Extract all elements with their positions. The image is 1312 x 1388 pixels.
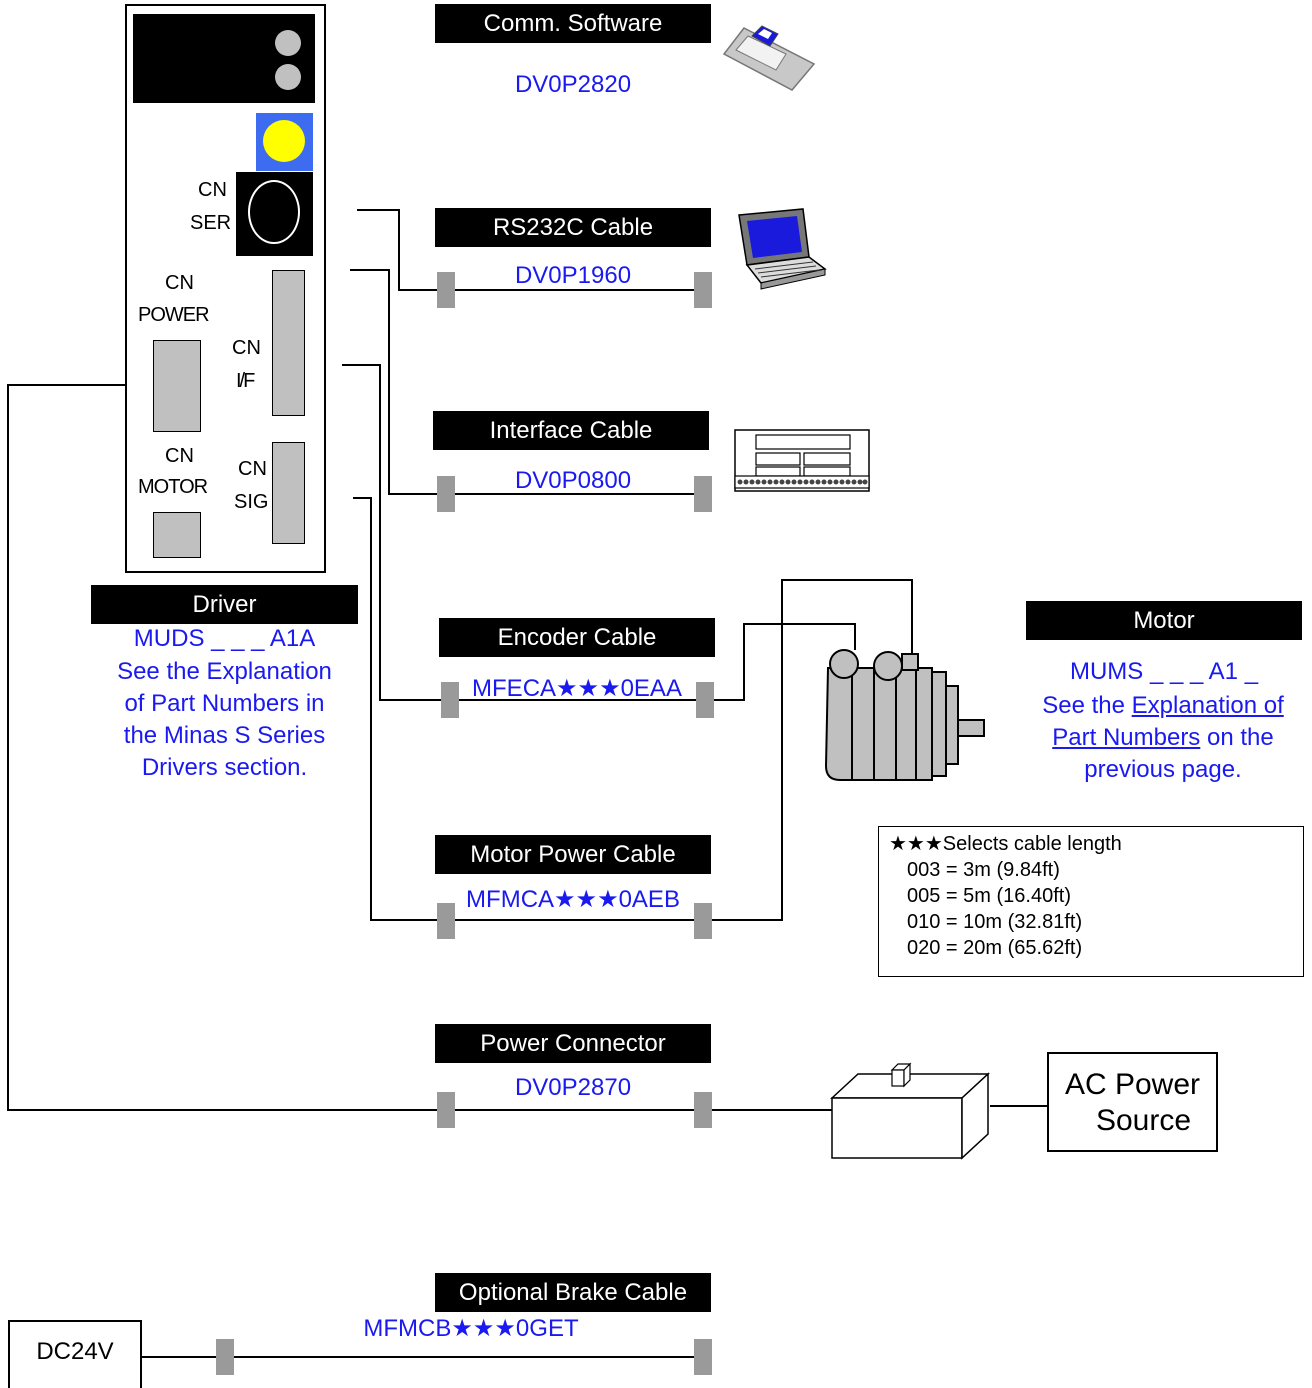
encoder-header: Encoder Cable — [439, 618, 715, 657]
motor-part-numbers-link[interactable]: Part Numbers — [1052, 724, 1201, 751]
brake-header: Optional Brake Cable — [435, 1273, 711, 1312]
driver-note-line-2: of Part Numbers in — [124, 690, 325, 717]
motor-note-suffix: on the — [1200, 724, 1274, 751]
servo-motor-icon — [824, 649, 985, 781]
cn-motor-port — [153, 512, 201, 558]
rs232c-plug-left — [437, 272, 455, 308]
cn-ser-label-2: SER — [190, 212, 232, 234]
rs232c-wire — [357, 209, 437, 291]
rs232c-plug-right — [694, 272, 712, 308]
rs232c-part-number: DV0P1960 — [514, 262, 632, 289]
ac-power-line-1: AC Power — [1064, 1068, 1201, 1101]
encoder-wire — [342, 364, 441, 701]
encoder-plug-left — [441, 682, 459, 718]
motor-power-header: Motor Power Cable — [435, 835, 711, 874]
encoder-part-number: MFECA★★★0EAA — [472, 675, 682, 702]
cable-length-option: 005 = 5m (16.40ft) — [907, 885, 1071, 907]
power-wire — [7, 384, 437, 1111]
cn-motor-label-1: CN — [165, 445, 194, 467]
cn-power-label-2: POWER — [138, 304, 210, 326]
rs232c-header: RS232C Cable — [435, 208, 711, 247]
cn-if-label-1: CN — [232, 337, 261, 359]
brake-part-number: MFMCB★★★0GET — [363, 1315, 579, 1342]
cn-if-label-2: I/F — [236, 370, 255, 392]
power-connector-part-number: DV0P2870 — [514, 1074, 632, 1101]
cn-sig-label-1: CN — [238, 458, 267, 480]
motor-note: See the Explanation of Part Numbers on t… — [1022, 690, 1304, 786]
indicator-light-1 — [275, 30, 301, 56]
driver-note: See the Explanation of Part Numbers in t… — [91, 656, 358, 784]
dc24v-box: DC24V — [8, 1320, 142, 1388]
interface-plug-right — [694, 476, 712, 512]
driver-note-line-4: Drivers section. — [141, 754, 308, 781]
cable-length-option: 020 = 20m (65.62ft) — [907, 937, 1083, 959]
indicator-light-2 — [275, 64, 301, 90]
cn-if-port — [272, 270, 305, 416]
power-connector-box-icon — [830, 1062, 990, 1160]
encoder-plug-right — [696, 682, 714, 718]
motor-note-prefix: See the — [1042, 692, 1132, 719]
laptop-computer-icon — [738, 208, 827, 290]
encoder-motor-wire — [714, 623, 856, 701]
driver-note-line-3: the Minas S Series — [123, 722, 326, 749]
floppy-disk-icon — [722, 25, 816, 91]
interface-part-number: DV0P0800 — [514, 467, 632, 494]
cn-ser-label-1: CN — [198, 179, 227, 201]
cable-length-option: 003 = 3m (9.84ft) — [907, 859, 1060, 881]
power-connector-plug-left — [437, 1092, 455, 1128]
cable-length-legend: ★★★Selects cable length 003 = 3m (9.84ft… — [878, 826, 1304, 977]
software-part-number: DV0P2820 — [514, 71, 632, 98]
motor-part-number: MUMS _ _ _ A1 _ — [1069, 658, 1259, 685]
motor-power-plug-right — [694, 903, 712, 939]
driver-part-number: MUDS _ _ _ A1A — [133, 625, 316, 652]
rotary-switch-dial[interactable] — [263, 120, 305, 162]
motor-note-line-3: previous page. — [1084, 756, 1242, 783]
motor-power-plug-left — [437, 903, 455, 939]
motor-power-wire — [353, 497, 437, 921]
motor-power-motor-wire — [712, 579, 913, 921]
motor-power-part-number: MFMCA★★★0AEB — [466, 886, 680, 913]
ac-power-line-2: Source — [1095, 1104, 1192, 1137]
brake-plug-right — [694, 1339, 712, 1375]
motor-explanation-link[interactable]: Explanation of — [1131, 692, 1284, 719]
driver-note-line-1: See the Explanation — [117, 658, 332, 685]
cable-length-option: 010 = 10m (32.81ft) — [907, 911, 1083, 933]
power-connector-plug-right — [694, 1092, 712, 1128]
driver-header: Driver — [91, 585, 358, 624]
software-header: Comm. Software — [435, 4, 711, 43]
cn-power-port — [153, 340, 201, 432]
cn-power-label-1: CN — [165, 272, 194, 294]
terminal-block-icon — [734, 429, 870, 492]
dc24v-label: DC24V — [36, 1338, 114, 1365]
cable-length-title: ★★★Selects cable length — [889, 833, 1122, 855]
interface-header: Interface Cable — [433, 411, 709, 450]
brake-plug-left — [216, 1339, 234, 1375]
power-connector-header: Power Connector — [435, 1024, 711, 1063]
motor-header: Motor — [1026, 601, 1302, 640]
cn-ser-socket — [248, 180, 300, 244]
interface-wire — [350, 269, 437, 495]
motor-note-line-1: See the Explanation of — [1022, 690, 1304, 722]
motor-note-line-2: Part Numbers on the — [1022, 722, 1304, 754]
cn-sig-label-2: SIG — [234, 491, 269, 513]
interface-plug-left — [437, 476, 455, 512]
ac-power-source: AC Power Source — [1047, 1052, 1218, 1152]
cn-sig-port — [272, 442, 305, 544]
cn-motor-label-2: MOTOR — [138, 476, 208, 498]
